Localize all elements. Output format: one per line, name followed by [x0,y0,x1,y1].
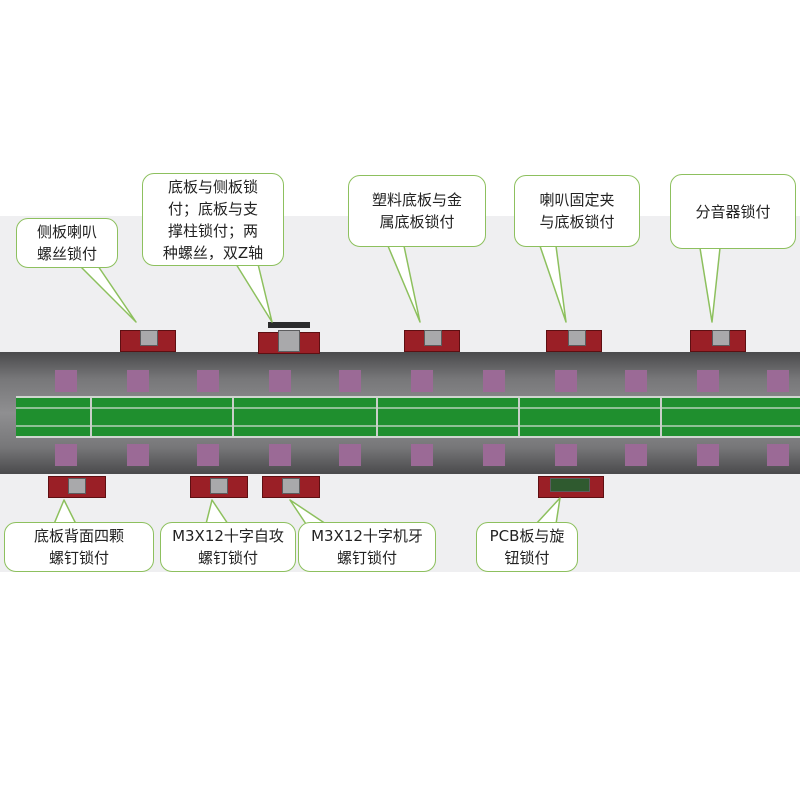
tail-side-speaker [79,265,137,323]
tail-splitter [699,247,721,323]
station-speaker-clip [546,322,602,352]
callout-splitter: 分音器锁付 [670,174,796,249]
station-base-back [48,476,106,504]
fixture-pad [55,444,77,466]
fixture-pad [411,370,433,392]
fixture-pad [269,444,291,466]
fixture-pad [625,444,647,466]
fixture-pad [197,444,219,466]
fixture-pad [127,370,149,392]
fixture-pad [555,444,577,466]
callout-side-speaker: 侧板喇叭 螺丝锁付 [16,218,118,268]
station-pcb-knob [538,476,604,500]
fixture-pad [197,370,219,392]
tail-pcb-knob [535,497,561,525]
belt-rail-upper [16,407,800,409]
tail-base-side [235,263,273,323]
conveyor-belt [16,396,800,438]
station-m3-machine [262,476,320,504]
tail-speaker-clip [539,245,567,323]
tail-base-back [53,499,77,525]
belt-tie [232,398,234,436]
station-head [210,478,228,494]
fixture-pad [269,370,291,392]
callout-base-side: 底板与侧板锁 付；底板与支 撑柱锁付；两 种螺丝，双Z轴 [142,173,284,266]
station-head [68,478,86,494]
tail-m3-self-tap [205,499,229,525]
fixture-pad [339,444,361,466]
callout-plastic-metal: 塑料底板与金 属底板锁付 [348,175,486,247]
station-head [278,330,300,352]
callout-speaker-clip: 喇叭固定夹 与底板锁付 [514,175,640,247]
tail-m3-machine [289,499,327,525]
fixture-pad [483,370,505,392]
station-splitter [690,322,746,352]
fixture-pad [483,444,505,466]
fixture-pad [697,444,719,466]
belt-tie [376,398,378,436]
station-head [140,330,158,346]
fixture-pad [127,444,149,466]
fixture-pad [767,444,789,466]
station-plastic-metal [404,322,460,352]
fixture-pad [55,370,77,392]
station-head [550,478,590,492]
station-base-side [258,322,320,354]
station-head [282,478,300,494]
callout-m3-machine: M3X12十字机牙 螺钉锁付 [298,522,436,572]
callout-m3-self-tap: M3X12十字自攻 螺钉锁付 [160,522,296,572]
station-head [424,330,442,346]
fixture-pad [411,444,433,466]
belt-rail-lower [16,425,800,427]
fixture-pad [555,370,577,392]
fixture-pad [767,370,789,392]
fixture-pad [625,370,647,392]
station-gantry [268,322,310,328]
belt-tie [660,398,662,436]
station-m3-self-tap [190,476,248,504]
tail-plastic-metal [387,245,421,323]
station-head [712,330,730,346]
station-head [568,330,586,346]
callout-base-back: 底板背面四颗 螺钉锁付 [4,522,154,572]
station-side-speaker [120,322,176,352]
callout-pcb-knob: PCB板与旋 钮锁付 [476,522,578,572]
fixture-pad [697,370,719,392]
belt-tie [518,398,520,436]
belt-tie [90,398,92,436]
fixture-pad [339,370,361,392]
